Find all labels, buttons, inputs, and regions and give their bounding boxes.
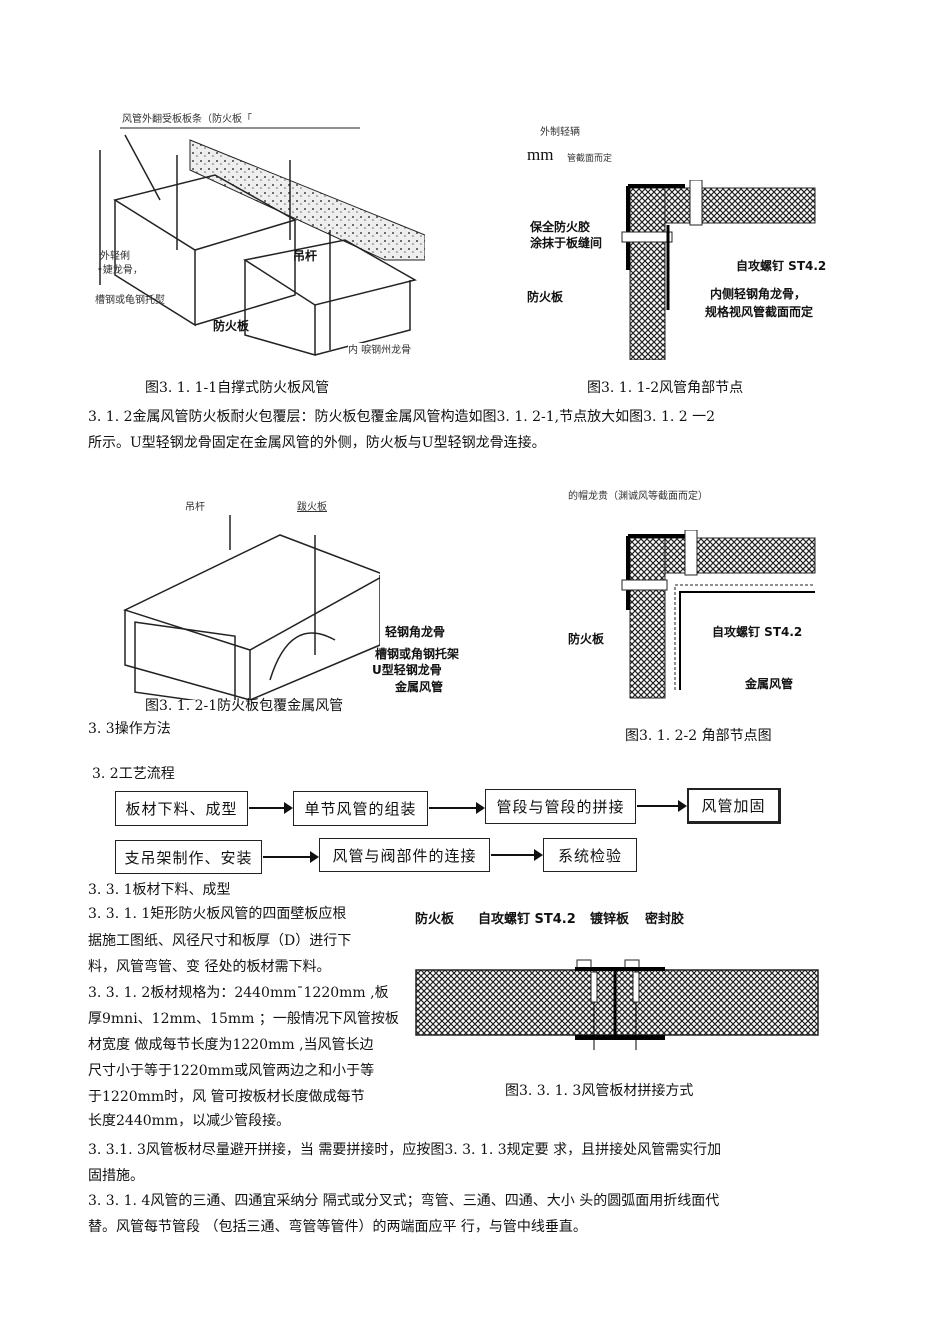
figure5-label: 自攻螺钉 ST4.2 [478, 912, 576, 927]
figure1-label: 外轻俐 [100, 251, 130, 262]
flow-step: 风管与阀部件的连接 [319, 838, 490, 872]
section-heading: 3. 2工艺流程 [92, 766, 175, 782]
figure3-caption: 图3. 1. 2-1防火板包覆金属风管 [145, 698, 344, 714]
figure2-label: 保全防火胶 [530, 220, 591, 234]
paragraph-line: 3. 3. 1. 1矩形防火板风管的四面壁板应根 [88, 906, 347, 922]
figure4-label: 金属风管 [745, 677, 794, 691]
figure4-drawing [621, 530, 816, 699]
figure4-label: 自攻螺钉 ST4.2 [712, 625, 803, 639]
flow-step: 管段与管段的拼接 [485, 789, 636, 824]
figure1-drawing [99, 127, 425, 356]
flow-arrow [263, 851, 319, 863]
figure2-label: 管截面而定 [567, 154, 613, 164]
figure5-label: 镀锌板 [590, 912, 630, 927]
figure5-caption: 图3. 3. 1. 3风管板材拼接方式 [505, 1083, 694, 1099]
figure2-label: mm [527, 145, 554, 164]
figure2-label: 自攻螺钉 ST4.2 [736, 259, 827, 273]
figure2-label: 规格视风管截面而定 [705, 305, 814, 319]
figure2-label: 涂抹于板缝间 [530, 236, 603, 250]
flow-step: 风管加固 [687, 788, 781, 824]
figure1-label: 吊杆 [293, 249, 318, 263]
paragraph-line: 3. 1. 2金属风管防火板耐火包覆层：防火板包覆金属风管构造如图3. 1. 2… [88, 409, 716, 425]
figure4-caption: 图3. 1. 2-2 角部节点图 [625, 728, 772, 744]
figure2-label: 外制轻辆 [540, 127, 580, 138]
flow-step: 板材下料、成型 [115, 791, 248, 826]
figure2-drawing [621, 180, 816, 360]
paragraph-line: 于1220mm时，风 管可按板材长度做成每节 [88, 1089, 365, 1105]
section-heading: 3. 3操作方法 [88, 721, 171, 737]
section-heading: 3. 3. 1板材下料、成型 [88, 882, 231, 898]
figure5-label: 密封胶 [645, 912, 685, 927]
figure2-caption: 图3. 1. 1-2风管角部节点 [587, 380, 744, 396]
flow-step: 支吊架制作、安装 [115, 840, 262, 874]
paragraph-line: 料，风管弯管、变 径处的板材需下料。 [88, 959, 331, 975]
paragraph-line: 材宽度 做成每节长度为1220mm ,当风管长边 [88, 1037, 374, 1053]
figure3-drawing [122, 515, 380, 700]
figure5-drawing [415, 959, 819, 1050]
figure5-label: 防火板 [415, 912, 455, 927]
figure1-label: 风管外翻受板板条（防火板「 [122, 114, 252, 125]
figure3-label: 槽钢或角钢托架 [375, 647, 460, 661]
paragraph-line: 3. 3. 1. 4风管的三通、四通宜采纳分 隔式或分叉式；弯管、三通、四通、大… [88, 1193, 720, 1209]
paragraph-line: 厚9mni、12mm、15mm ；一般情况下风管按板 [88, 1011, 399, 1027]
paragraph-line: 据施工图纸、风径尺寸和板厚（D）进行下 [88, 933, 352, 949]
figure3-label: U型轻钢龙骨 [372, 663, 442, 677]
figure3-label: 吊杆 [185, 502, 205, 513]
flow-arrow [637, 800, 687, 812]
flow-arrow [429, 802, 485, 814]
figure1-label: •婕龙骨， [97, 265, 143, 276]
paragraph-line: 固措施。 [88, 1168, 144, 1184]
paragraph-line: 所示。U型轻钢龙骨固定在金属风管的外侧，防火板与U型轻钢龙骨连接。 [88, 435, 546, 451]
figure3-label: 跋火板 [297, 502, 327, 513]
figure2-label: 防火板 [527, 290, 564, 304]
figure4-label: 的帽龙贵（渊诚风等截面而定） [568, 491, 708, 502]
figure1-label: 防火板 [213, 319, 250, 333]
figure1-caption: 图3. 1. 1-1自撑式防火板风管 [145, 380, 330, 396]
paragraph-line: 3. 3.1. 3风管板材尽量避开拼接，当 需要拼接时，应按图3. 3. 1. … [88, 1142, 722, 1158]
figure4-label: 防火板 [568, 632, 605, 646]
figure3-label: 轻钢角龙骨 [385, 625, 446, 639]
paragraph-line: 尺寸小于等于1220mm或风管两边之和小于等 [88, 1063, 375, 1079]
figure1-label: 槽钢或龟钢托熨 [95, 295, 165, 306]
paragraph-line: 3. 3. 1. 2板材规格为：2440mm¯1220mm ,板 [88, 985, 389, 1001]
figure3-label: 金属风管 [395, 680, 444, 694]
flow-arrow [249, 802, 293, 814]
flow-arrow [491, 849, 543, 861]
figure2-label: 内侧轻钢角龙骨， [710, 287, 807, 301]
flow-step: 系统检验 [543, 838, 637, 872]
paragraph-line: 替。风管每节管段 （包括三通、弯管等管件）的两端面应平 行，与管中线垂直。 [88, 1219, 587, 1235]
flow-step: 单节风管的组装 [293, 791, 428, 826]
figure1-label: 内 唳钢州龙骨 [348, 343, 412, 359]
paragraph-line: 长度2440mm，以减少管段接。 [88, 1113, 291, 1129]
